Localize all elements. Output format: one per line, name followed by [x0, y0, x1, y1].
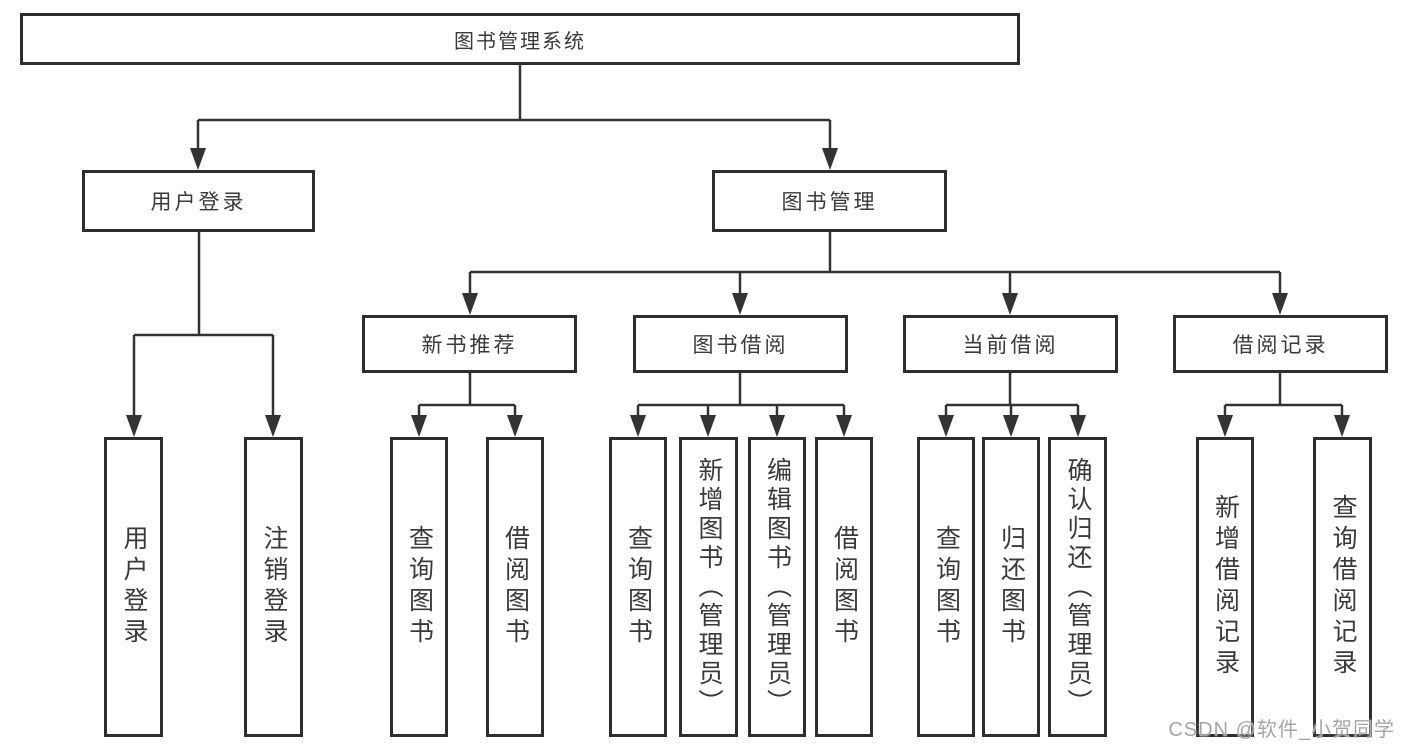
leaf-borrow-query-books: 查询图书 — [609, 437, 667, 737]
leaf-records-query-record-label: 查询借阅记录 — [1329, 494, 1357, 680]
leaf-current-query-books: 查询图书 — [917, 437, 975, 737]
leaf-newbook-query-books-label: 查询图书 — [405, 525, 434, 649]
leaf-borrow-edit-books-admin-label: 编辑图书（管理员） — [763, 456, 792, 718]
leaf-current-confirm-return-admin: 确认归还（管理员） — [1048, 437, 1107, 737]
csdn-watermark: CSDN @软件_小贺同学 — [1168, 719, 1395, 741]
leaf-current-query-books-label: 查询图书 — [932, 525, 961, 649]
node-borrow-records: 借阅记录 — [1173, 315, 1388, 373]
leaf-borrow-edit-books-admin: 编辑图书（管理员） — [748, 437, 806, 737]
node-user-login: 用户登录 — [82, 170, 315, 232]
leaf-user-login: 用户登录 — [104, 437, 163, 737]
arrowheads — [126, 148, 1350, 437]
node-current-borrow: 当前借阅 — [903, 315, 1118, 373]
leaf-current-return-books: 归还图书 — [982, 437, 1040, 737]
leaf-newbook-query-books: 查询图书 — [390, 437, 448, 737]
node-root-system: 图书管理系统 — [20, 13, 1020, 65]
node-book-borrow: 图书借阅 — [633, 315, 848, 373]
leaf-newbook-borrow-books: 借阅图书 — [486, 437, 544, 737]
leaf-logout-label: 注销登录 — [260, 525, 288, 649]
leaf-borrow-borrow-books-label: 借阅图书 — [830, 525, 859, 649]
leaf-current-return-books-label: 归还图书 — [997, 525, 1026, 649]
node-new-book-recommend: 新书推荐 — [362, 315, 577, 373]
leaf-borrow-query-books-label: 查询图书 — [624, 525, 653, 649]
leaf-borrow-borrow-books: 借阅图书 — [815, 437, 873, 737]
leaf-newbook-borrow-books-label: 借阅图书 — [501, 525, 530, 649]
leaf-records-query-record: 查询借阅记录 — [1313, 437, 1372, 737]
leaf-logout: 注销登录 — [244, 437, 303, 737]
leaf-user-login-label: 用户登录 — [120, 525, 148, 649]
leaf-borrow-add-books-admin-label: 新增图书（管理员） — [695, 456, 723, 718]
leaf-borrow-add-books-admin: 新增图书（管理员） — [679, 437, 738, 737]
node-book-management: 图书管理 — [712, 170, 947, 232]
leaf-records-add-record: 新增借阅记录 — [1196, 437, 1254, 737]
leaf-records-add-record-label: 新增借阅记录 — [1211, 494, 1240, 680]
leaf-current-confirm-return-admin-label: 确认归还（管理员） — [1064, 456, 1092, 718]
